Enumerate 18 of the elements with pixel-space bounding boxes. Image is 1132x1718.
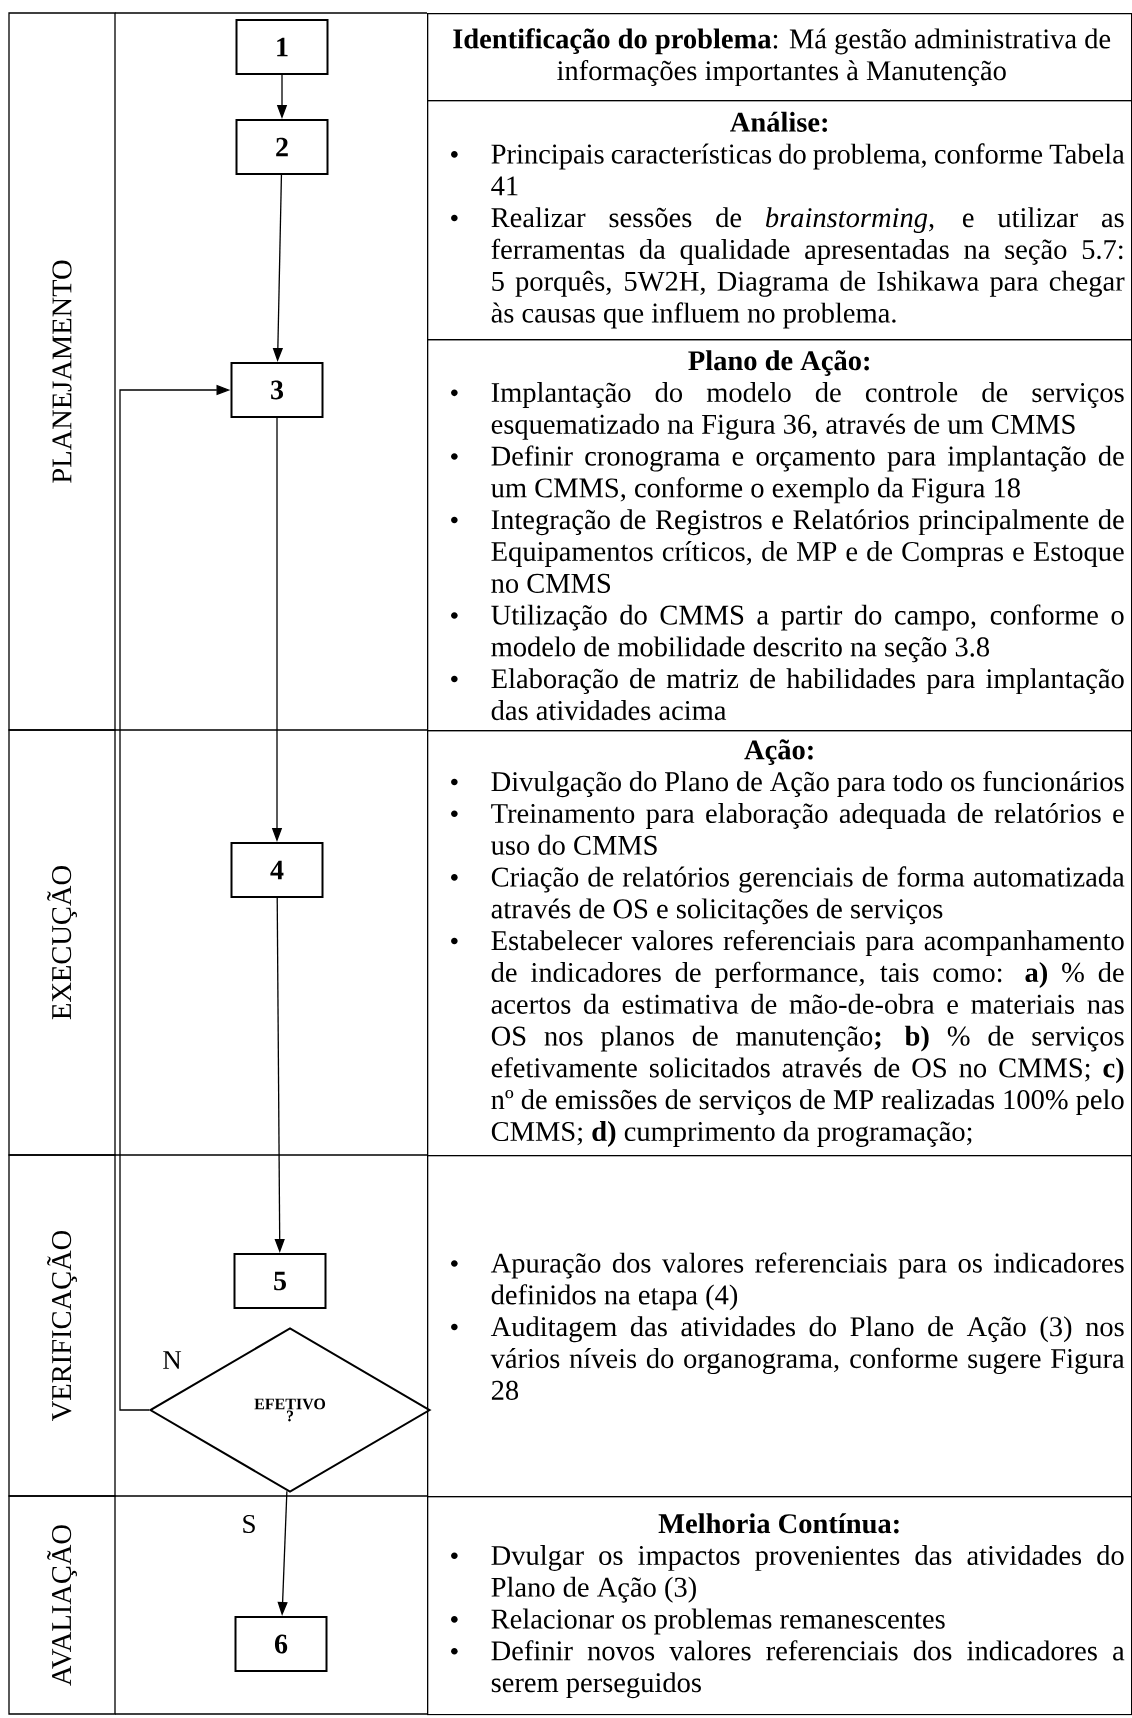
phase-cell: PLANEJAMENTO bbox=[8, 12, 116, 731]
text-cell: Melhoria Contínua: Dvulgar os impactos provenientes das atividades do Plano de Ação (3) Relacionar os problemas remanescentes Definir novos valores referenciais dos indicadores a serem perseguidos bbox=[427, 1496, 1132, 1716]
process-box: 1 bbox=[235, 19, 329, 75]
phase-cell: AVALIAÇÃO bbox=[8, 1495, 116, 1715]
text-cell: Ação: Divulgação do Plano de Ação para todo os funcionários Treinamento para elaboração adequada de relatórios e uso do CMMS Criação de relatórios gerenciais de forma automatizada através de OS e solicitações de serviços Estabelecer valores referenciais para acompanhamento de indicadores de performance, tais como: a) % de acertos da estimativa de mão-de-obra e materiais nas OS nos planos de manutenção; b) % de serviços efetivamente solicitados através de OS no CMMS; c) nº de emissões de serviços de MP realizadas 100% pelo CMMS; d) cumprimento da programação; bbox=[427, 730, 1132, 1157]
process-box: 2 bbox=[235, 119, 329, 175]
text-cell: Apuração dos valores referenciais para os indicadores definidos na etapa (4) Auditagem das atividades do Plano de Ação (3) nos vários níveis do organograma, conforme sugere Figura 28 bbox=[427, 1155, 1132, 1498]
phase-cell: EXECUÇÃO bbox=[8, 729, 116, 1156]
edge-label: S bbox=[243, 1514, 255, 1534]
text-cell: Plano de Ação: Implantação do modelo de controle de serviços esquematizado na Figura 36, através de um CMMS Definir cronograma e orçamento para implantação de um CMMS, conforme o exemplo da Figura 18 Integração de Registros e Relatórios principalmente de Equipamentos críticos, de MP e de Compras e Estoque no CMMS Utilização do CMMS a partir do campo, conforme o modelo de mobilidade descrito na seção 3.8 Elaboração de matriz de habilidades para implantação das atividades acima bbox=[427, 339, 1132, 732]
phase-cell: VERIFICAÇÃO bbox=[8, 1154, 116, 1497]
process-box: 3 bbox=[230, 362, 324, 418]
process-box: 5 bbox=[233, 1253, 327, 1309]
process-box: 6 bbox=[234, 1616, 328, 1672]
text-cell: Identificação do problema: Má gestão administrativa de informações importantes à Manutenção bbox=[427, 13, 1132, 102]
text-cell: Análise: Principais características do problema, conforme Tabela 41 Realizar sessões de brainstorming, e utilizar as ferramentas da qualidade apresentadas na seção 5.7: 5 porquês, 5W2H, Diagrama de Ishikawa para chegar às causas que influem no problema. bbox=[427, 100, 1132, 341]
process-box: 4 bbox=[230, 842, 324, 898]
edge-label: N bbox=[163, 1351, 182, 1369]
